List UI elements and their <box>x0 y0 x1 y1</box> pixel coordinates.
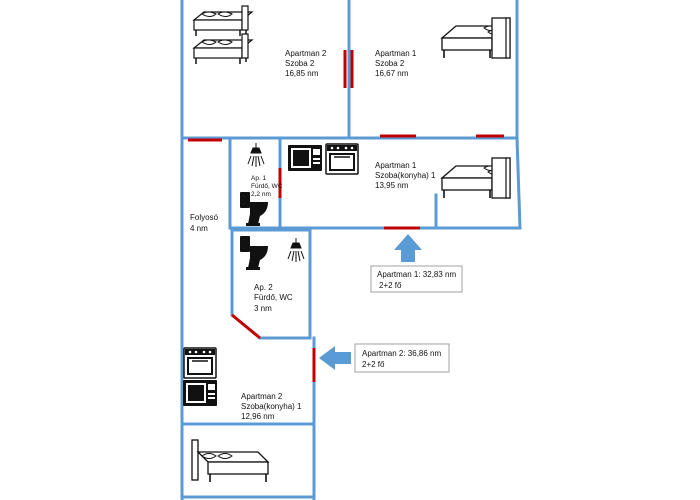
svg-text:Szoba(konyha) 1: Szoba(konyha) 1 <box>241 402 302 411</box>
svg-text:13,95 nm: 13,95 nm <box>375 181 409 190</box>
svg-text:Szoba(konyha) 1: Szoba(konyha) 1 <box>375 171 436 180</box>
bed-icon <box>441 17 511 59</box>
svg-text:16,67 nm: 16,67 nm <box>375 69 409 78</box>
svg-text:3 nm: 3 nm <box>254 304 272 313</box>
shower-icon <box>287 237 305 263</box>
svg-text:Apartman 2: 36,86 nm: Apartman 2: 36,86 nm <box>362 349 441 358</box>
bed-icon <box>193 5 253 37</box>
svg-text:Folyosó: Folyosó <box>190 213 219 222</box>
svg-text:Ap. 1: Ap. 1 <box>251 175 267 182</box>
oven-icon <box>325 143 359 175</box>
svg-text:Fürdő, WC: Fürdő, WC <box>251 183 283 190</box>
callout-ap2: Apartman 2: 36,86 nm 2+2 fő <box>354 343 450 373</box>
room-label-ap2-bath: Ap. 2 Fürdő, WC 3 nm <box>254 283 293 313</box>
svg-text:Apartman 1: Apartman 1 <box>375 49 417 58</box>
svg-text:Apartman 2: Apartman 2 <box>241 392 283 401</box>
svg-text:Apartman 2: Apartman 2 <box>285 49 327 58</box>
svg-text:Szoba 2: Szoba 2 <box>285 59 315 68</box>
entrance-arrow-ap2 <box>319 346 351 370</box>
svg-text:Apartman 1: 32,83 nm: Apartman 1: 32,83 nm <box>377 270 456 279</box>
svg-text:Szoba 2: Szoba 2 <box>375 59 405 68</box>
room-label-hall: Folyosó 4 nm <box>190 213 219 233</box>
microwave-icon <box>288 145 322 171</box>
bed-icon <box>193 33 253 65</box>
shower-icon <box>247 142 265 168</box>
svg-text:Apartman 1: Apartman 1 <box>375 161 417 170</box>
room-label-ap1-room2: Apartman 1 Szoba 2 16,67 nm <box>375 49 417 78</box>
bed-icon <box>191 439 269 483</box>
room-label-ap2-kitchen: Apartman 2 Szoba(konyha) 1 12,96 nm <box>241 392 302 421</box>
svg-text:2+2 fő: 2+2 fő <box>379 281 402 290</box>
oven-icon <box>183 347 217 379</box>
entrance-arrow-ap1 <box>394 234 422 262</box>
svg-text:12,96 nm: 12,96 nm <box>241 412 275 421</box>
toilet-icon <box>240 236 268 270</box>
svg-text:2,2 nm: 2,2 nm <box>251 191 271 198</box>
room-label-ap2-room2: Apartman 2 Szoba 2 16,85 nm <box>285 49 327 78</box>
walls <box>180 0 522 500</box>
callout-ap1: Apartman 1: 32,83 nm 2+2 fő <box>370 265 463 293</box>
svg-text:2+2 fő: 2+2 fő <box>362 360 385 369</box>
room-label-ap1-kitchen: Apartman 1 Szoba(konyha) 1 13,95 nm <box>375 161 436 190</box>
doors <box>188 50 504 382</box>
microwave-icon <box>183 380 217 406</box>
room-label-ap1-bath: Ap. 1 Fürdő, WC 2,2 nm <box>251 175 283 198</box>
svg-text:16,85 nm: 16,85 nm <box>285 69 319 78</box>
svg-text:4 nm: 4 nm <box>190 224 208 233</box>
svg-text:Fürdő, WC: Fürdő, WC <box>254 293 293 302</box>
bed-icon <box>441 157 511 199</box>
svg-text:Ap. 2: Ap. 2 <box>254 283 273 292</box>
